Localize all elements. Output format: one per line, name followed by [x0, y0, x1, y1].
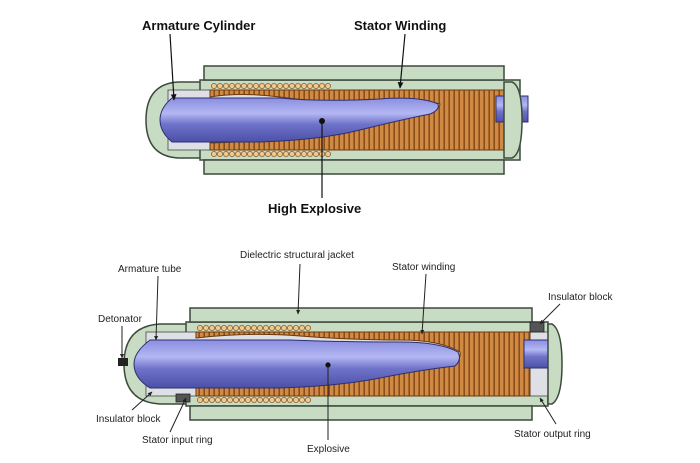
bottom-armature-tube	[133, 339, 460, 389]
bottom-input-ring-leader	[169, 397, 187, 433]
bottom-insulator-left-label: Insulator block	[96, 414, 161, 425]
bottom-bead-row-lower	[197, 397, 311, 403]
bottom-insulator-right-label: Insulator block	[548, 292, 613, 303]
top-armature-cylinder	[159, 97, 439, 143]
top-armature-label: Armature Cylinder	[142, 18, 255, 33]
top-bead-row-lower	[211, 151, 331, 157]
bottom-jacket-label: Dielectric structural jacket	[240, 250, 354, 261]
top-explosive-label: High Explosive	[268, 201, 361, 216]
bottom-output-ring-leader	[539, 397, 557, 425]
bottom-right-cap	[547, 323, 563, 405]
bottom-stator-winding-label: Stator winding	[392, 262, 455, 273]
bottom-output-ring-label: Stator output ring	[514, 429, 591, 440]
top-generator: Armature Cylinder Stator Winding High Ex…	[142, 18, 529, 216]
top-jacket-lower	[203, 159, 505, 175]
bottom-bead-row-upper	[197, 325, 311, 331]
bottom-detonator	[118, 358, 128, 366]
bottom-insulator-block-left	[175, 393, 191, 403]
bottom-generator: Armature tube Dielectric structural jack…	[96, 250, 613, 455]
bottom-insulator-right-leader	[539, 303, 561, 325]
top-bead-row-upper	[211, 83, 331, 89]
top-stator-label: Stator Winding	[354, 18, 446, 33]
top-jacket-upper	[203, 65, 505, 81]
bottom-explosive-dot	[325, 362, 331, 368]
bottom-input-ring-label: Stator input ring	[142, 435, 213, 446]
bottom-explosive-label: Explosive	[307, 444, 350, 455]
top-explosive-dot	[319, 118, 325, 124]
bottom-insulator-left-leader	[131, 391, 153, 411]
bottom-stator-leader	[420, 273, 427, 335]
top-armature-leader	[169, 33, 177, 101]
bottom-insulator-block-right	[529, 321, 545, 333]
bottom-armature-leader	[154, 275, 159, 341]
bottom-jacket-leader	[296, 263, 301, 315]
bottom-jacket-upper	[189, 307, 533, 323]
bottom-jacket-lower	[189, 405, 533, 421]
top-right-cap	[503, 81, 523, 159]
top-stator-leader	[397, 33, 406, 89]
bottom-detonator-label: Detonator	[98, 314, 143, 325]
bottom-armature-tube-label: Armature tube	[118, 264, 182, 275]
